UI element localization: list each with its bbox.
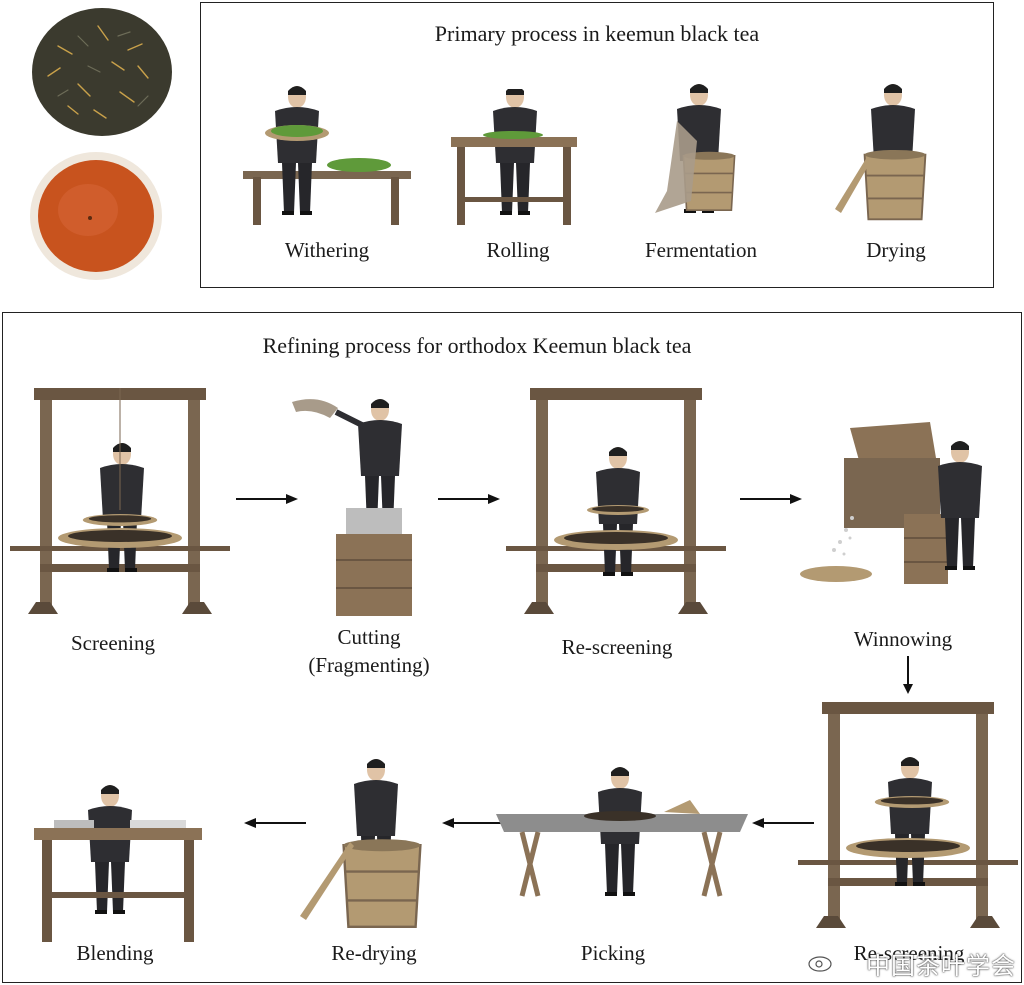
step-label-re-drying: Re-drying: [331, 941, 417, 965]
picking-illustration: [494, 756, 750, 909]
primary-process-panel: Primary process in keemun black tea With…: [200, 2, 994, 288]
step-label-picking: Picking: [580, 941, 646, 965]
withering-illustration: [241, 73, 413, 234]
fermentation-illustration: [647, 81, 747, 226]
step-label-fermentation: Fermentation: [645, 238, 757, 262]
blending-illustration: [30, 732, 206, 951]
step-label-drying: Drying: [866, 238, 926, 262]
rolling-illustration: [447, 86, 581, 234]
step-label-fragmenting: (Fragmenting): [308, 653, 430, 677]
watermark-text: 中国茶叶学会: [866, 952, 1016, 980]
step-label-re-screening: Re-screening: [561, 635, 673, 659]
arrow-right-icon: [739, 492, 804, 510]
dry-tea-leaves-icon: [28, 6, 176, 143]
winnowing-illustration: [800, 398, 1000, 603]
step-label-withering: Withering: [284, 238, 370, 262]
step-label-winnowing: Winnowing: [853, 627, 953, 651]
drying-illustration: [833, 83, 937, 228]
step-label-cutting: Cutting: [337, 625, 401, 649]
re-screening-illustration: [798, 694, 1020, 943]
screening-illustration: [6, 380, 230, 625]
step-label-re-screening-2: Re-screening: [853, 941, 965, 965]
step-label-screening: Screening: [71, 631, 155, 655]
step-label-blending: Blending: [76, 941, 154, 965]
arrow-right-icon: [437, 492, 502, 510]
refining-process-panel: Refining process for orthodox Keemun bla…: [2, 312, 1022, 983]
step-label-rolling: Rolling: [486, 238, 550, 262]
cutting-illustration: [288, 384, 428, 625]
weibo-icon: [808, 952, 834, 977]
primary-process-title: Primary process in keemun black tea: [434, 21, 760, 46]
tea-liquor-cup-icon: [28, 150, 164, 287]
refining-process-title: Refining process for orthodox Keemun bla…: [262, 333, 692, 358]
re-drying-illustration: [296, 746, 436, 941]
arrow-down-icon: [902, 656, 914, 699]
re-screening-illustration: [506, 380, 730, 625]
